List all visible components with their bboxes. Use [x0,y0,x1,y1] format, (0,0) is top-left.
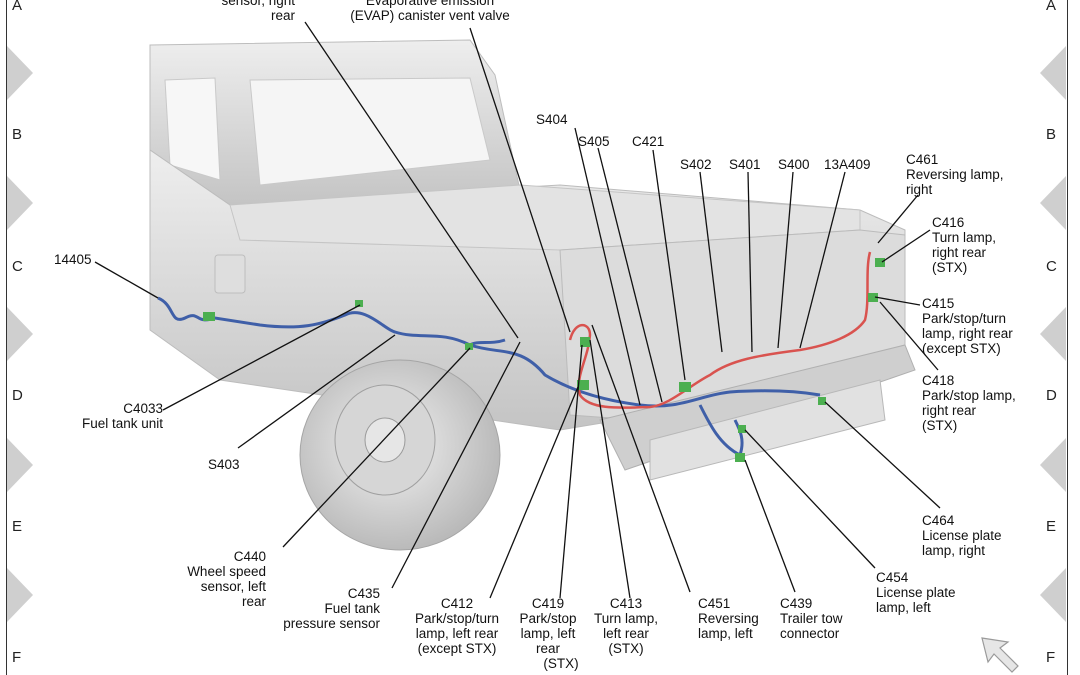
step-bumper [649,379,886,481]
callout-s400: S400 [778,157,810,172]
connector-c415 [868,293,878,302]
harness-red [568,251,872,409]
zone-marker [7,568,33,622]
zone-label-left: F [12,649,22,666]
zone-label-left: B [12,126,23,143]
connector-c421 [679,382,691,392]
callout-s404: S404 [536,112,568,127]
callout-s403: S403 [208,457,240,472]
harness-blue [157,296,821,457]
cab-window [249,77,491,186]
connector-c435 [465,343,473,350]
connector-c454 [738,425,746,433]
callout-13a409: 13A409 [824,157,871,172]
zone-label-right: F [1046,649,1056,666]
zone-label-right: E [1046,518,1057,535]
zone-label-left: C [12,258,23,275]
connector [355,300,363,307]
connector-c416 [875,258,885,267]
callout-s405: S405 [578,134,610,149]
zone-marker [1040,438,1066,492]
zone-label-right: C [1046,258,1057,275]
zone-label-left: A [12,0,23,14]
zone-marker [7,307,33,361]
cursor-arrow-icon[interactable] [978,634,1022,674]
connector-c419 [580,337,590,347]
zone-marker [1040,46,1066,100]
zone-marker [1040,176,1066,230]
zone-marker [7,438,33,492]
leader-lines [94,21,941,599]
fuel-door [214,254,246,294]
callout-s402: S402 [680,157,712,172]
callout-evap-valve: Evaporative emission(EVAP) canister vent… [350,0,510,23]
zone-marker [1040,568,1066,622]
zone-marker [7,46,33,100]
callout-14405: 14405 [54,252,92,267]
connector-c439 [735,453,745,462]
zone-label-right: D [1046,387,1057,404]
wheel-hub [364,417,406,463]
connector-c412 [577,380,589,390]
zone-label-left: E [12,518,23,535]
callout-c421: C421 [632,134,665,149]
diagram-frame [6,0,1068,675]
zone-label-right: B [1046,126,1057,143]
zone-marker [1040,307,1066,361]
connector-c4033 [203,312,215,321]
zone-marker [7,176,33,230]
zone-label-left: D [12,387,23,404]
cab-window-rear [164,77,221,181]
callout-s401: S401 [729,157,761,172]
connector-c464 [818,397,826,405]
zone-label-right: A [1046,0,1057,14]
